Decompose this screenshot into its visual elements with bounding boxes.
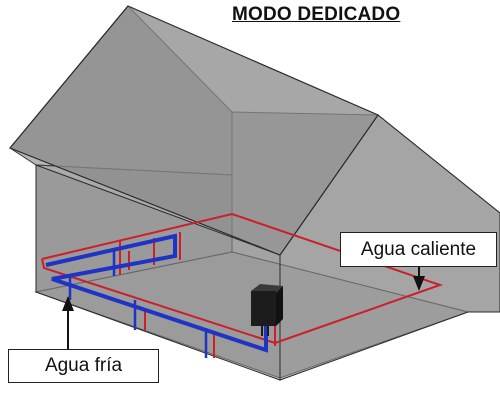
cold-water-arrow: [62, 296, 74, 349]
roof-front: [9, 5, 379, 256]
hot-pipe-wall-run: [41, 258, 276, 344]
hot-water-arrow: [413, 267, 425, 291]
water-heater-icon: [251, 284, 283, 336]
hot-water-label: Agua caliente: [340, 232, 497, 267]
diagram-title: MODO DEDICADO: [232, 4, 401, 25]
cold-water-pipes: [45, 233, 268, 358]
cold-water-label: Agua fría: [8, 349, 159, 383]
hot-pipe-loop-back: [41, 212, 444, 344]
